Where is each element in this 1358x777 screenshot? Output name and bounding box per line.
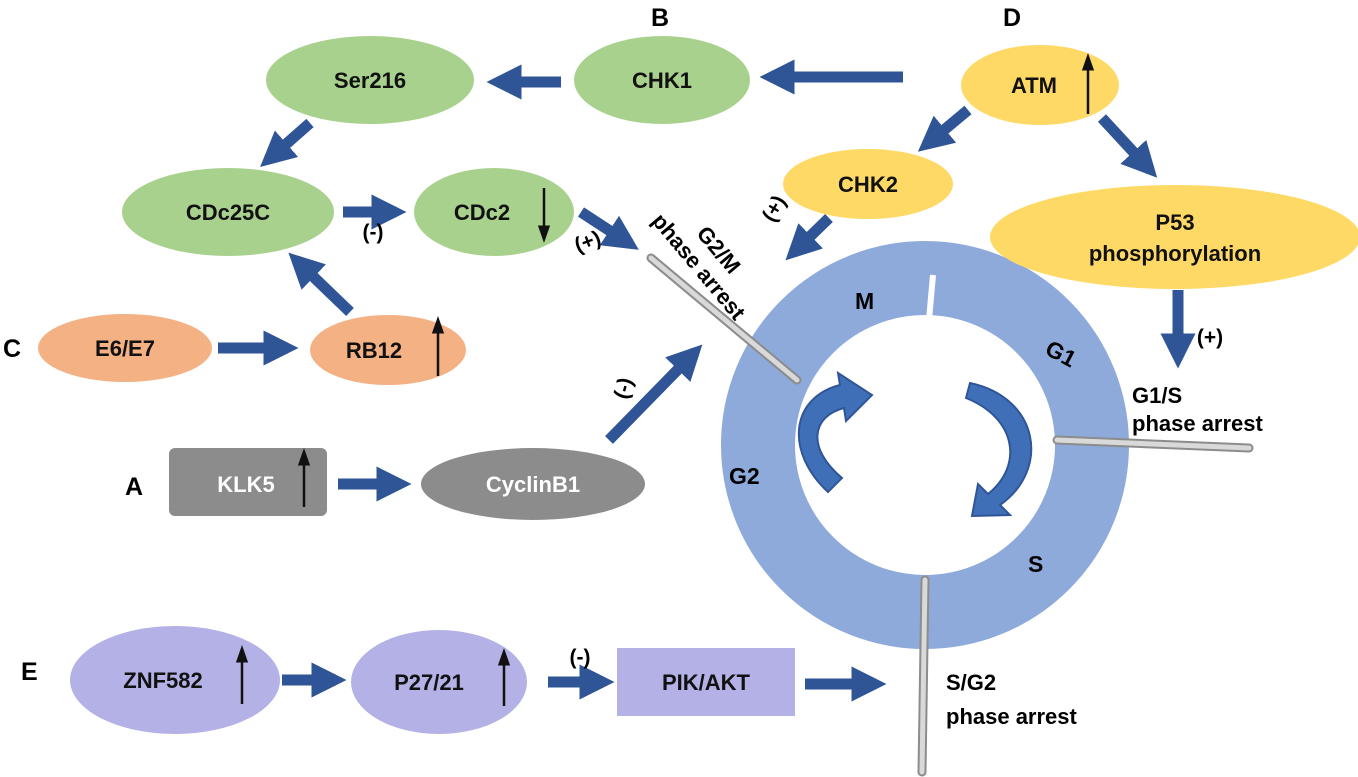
svg-text:phosphorylation: phosphorylation [1089,241,1261,266]
panel-letter-d: D [1003,4,1021,32]
svg-text:G1/S: G1/S [1132,383,1182,408]
panel-letter-e: E [21,658,38,686]
cycle-direction-left-icon [797,370,874,494]
phase-g2-label: G2 [729,463,760,489]
sign-cdc25c-cdc2: (-) [363,221,384,244]
arrow-cdc2-g2m [577,207,639,250]
svg-text:P27/21: P27/21 [394,670,464,695]
node-cyclinb1: CyclinB1 [421,448,645,520]
sign-chk2-g2m: (+) [758,192,791,226]
sign-cyclinb1-g2m: (-) [610,375,638,401]
arrow-atm-p53 [1097,114,1158,178]
svg-text:phase arrest: phase arrest [946,704,1078,729]
panel-letter-a: A [125,473,143,501]
panel-letter-b: B [651,4,669,32]
node-ser216: Ser216 [266,36,474,124]
svg-text:CDc25C: CDc25C [186,200,270,225]
node-chk2: CHK2 [783,149,953,219]
phase-m-label: M [855,288,874,314]
svg-text:CDc2: CDc2 [454,200,510,225]
sg2-arrest-label: S/G2 phase arrest [946,670,1078,729]
sign-cdc2-g2m: (+) [572,227,605,258]
node-e6e7: E6/E7 [38,314,212,382]
pathway-arrows [218,59,1196,702]
node-cdc2: CDc2 [414,168,574,256]
svg-text:S/G2: S/G2 [946,670,996,695]
g1s-arrest-label: G1/S phase arrest [1132,383,1264,436]
arrow-chk2-g2m [785,214,833,261]
svg-text:P53: P53 [1155,210,1194,235]
svg-text:CHK1: CHK1 [632,68,692,93]
ring-gap-m-g1 [926,274,936,321]
node-klk5: KLK5 [169,448,327,516]
svg-text:ZNF582: ZNF582 [123,668,202,693]
svg-text:phase arrest: phase arrest [1132,411,1264,436]
panel-letter-c: C [3,335,21,363]
arrow-ser216-cdc25c [260,118,314,167]
node-p53-phosphorylation: P53 phosphorylation [990,185,1358,289]
svg-text:CyclinB1: CyclinB1 [486,472,580,497]
svg-text:E6/E7: E6/E7 [95,336,155,361]
svg-text:PIK/AKT: PIK/AKT [662,670,751,695]
svg-text:CHK2: CHK2 [838,172,898,197]
arrow-cyclinb1-g2m [605,344,703,444]
node-znf582: ZNF582 [70,626,280,734]
node-pikakt: PIK/AKT [617,648,795,716]
svg-text:KLK5: KLK5 [217,472,274,497]
svg-text:RB12: RB12 [346,338,402,363]
sign-p53-g1s: (+) [1197,326,1223,349]
svg-text:Ser216: Ser216 [334,68,406,93]
arrow-rb12-cdc25c [288,252,354,316]
svg-text:ATM: ATM [1011,73,1057,98]
sign-p2721-pikakt: (-) [570,646,591,669]
node-cdc25c: CDc25C [122,168,334,256]
node-p2721: P27/21 [351,630,527,734]
phase-s-label: S [1028,551,1043,577]
node-chk1: CHK1 [574,36,750,124]
arrow-atm-chk2 [917,105,972,152]
cell-cycle-ring: M G1 S G2 [646,241,1254,777]
node-rb12: RB12 [310,315,466,385]
cycle-direction-right-icon [964,381,1033,518]
node-atm: ATM [961,45,1119,125]
